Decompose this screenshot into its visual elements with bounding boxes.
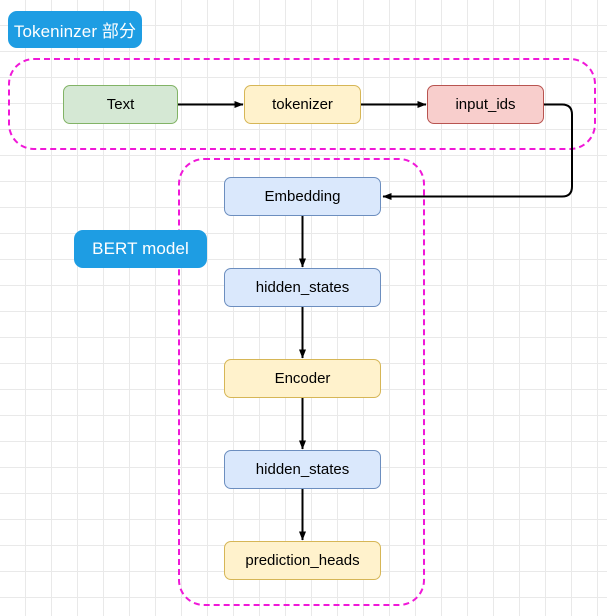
node-hidden-states-2: hidden_states: [224, 450, 381, 489]
node-tokenizer: tokenizer: [244, 85, 361, 124]
label-tokenizer-section: Tokeninzer 部分: [8, 11, 142, 48]
node-embedding: Embedding: [224, 177, 381, 216]
node-hidden-states-1: hidden_states: [224, 268, 381, 307]
group-tokenizer-section: [8, 58, 596, 150]
node-prediction-heads: prediction_heads: [224, 541, 381, 580]
group-bert-model-section: [178, 158, 425, 606]
node-encoder: Encoder: [224, 359, 381, 398]
node-text: Text: [63, 85, 178, 124]
node-input-ids: input_ids: [427, 85, 544, 124]
label-bert-model: BERT model: [74, 230, 207, 268]
